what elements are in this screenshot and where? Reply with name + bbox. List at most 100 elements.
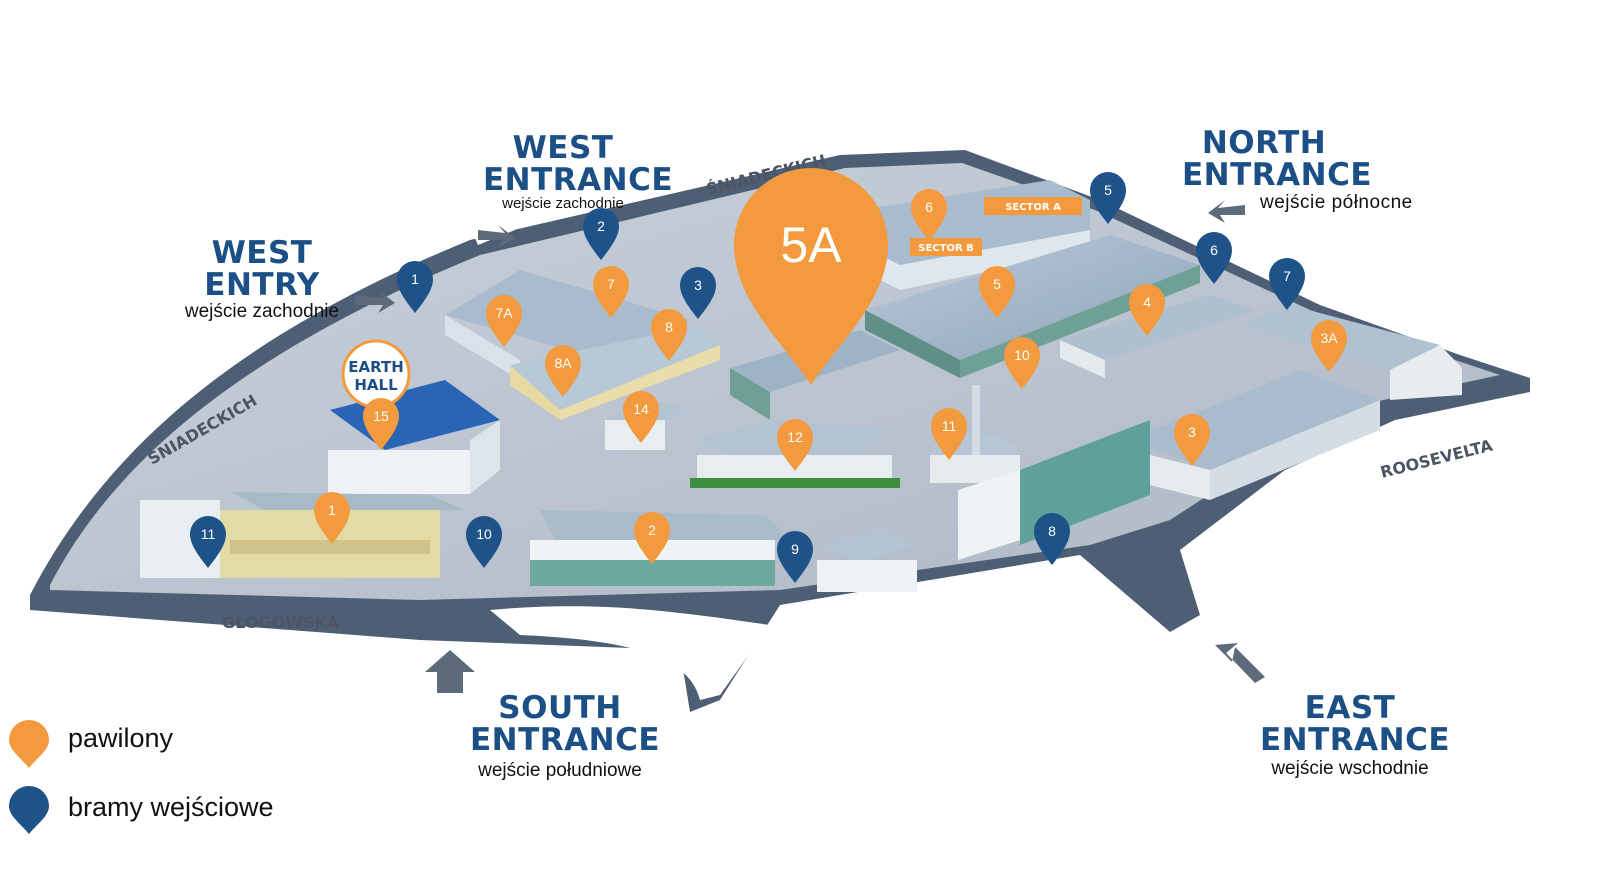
west-entrance-heading: WEST ENTRANCE wejście zachodnie [483, 130, 673, 212]
pavilion-marker-14[interactable]: 14 [623, 391, 659, 443]
pavilion-marker-12[interactable]: 12 [777, 419, 813, 471]
west-entrance-title-1: WEST [512, 130, 614, 166]
gate-number: 11 [201, 526, 216, 542]
south-entrance-heading: SOUTH ENTRANCE wejście południowe [470, 690, 660, 782]
pavilion-marker-1[interactable]: 1 [314, 492, 350, 544]
gate-number: 10 [476, 526, 492, 542]
pavilion-marker-8[interactable]: 8 [651, 309, 687, 361]
gate-marker-2[interactable]: 2 [583, 208, 619, 260]
villa-roof [820, 530, 915, 562]
arrow-south-entrance-icon [425, 650, 475, 693]
pavilion-marker-5[interactable]: 5 [979, 266, 1015, 318]
north-entrance-title-2: ENTRANCE [1182, 157, 1372, 193]
pavilion-number: 14 [633, 401, 649, 417]
tower-building [958, 470, 1020, 560]
hall-12-lawn [690, 478, 900, 488]
road-island [490, 606, 770, 700]
east-entrance-title-1: EAST [1304, 690, 1396, 726]
west-entry-subtitle: wejście zachodnie [184, 301, 340, 322]
pavilion-marker-3a[interactable]: 3A [1311, 320, 1347, 372]
hall-6-wall [860, 230, 1090, 290]
north-entrance-title-1: NORTH [1201, 125, 1327, 161]
pavilion-marker-7a[interactable]: 7A [486, 295, 522, 347]
hall-5-wall [865, 310, 960, 378]
gate-number: 5 [1104, 182, 1112, 198]
pavilion-marker-2[interactable]: 2 [634, 512, 670, 564]
gate-marker-8[interactable]: 8 [1034, 513, 1070, 565]
pavilion-marker-15[interactable]: 15 [363, 398, 399, 450]
arrow-east-entrance-icon [1215, 643, 1265, 683]
pavilion-markers: 1 2 3 3A 4 5 6 7 7A 8 8A 10 11 12 14 15 [314, 189, 1347, 564]
pavilion-number: 7A [495, 305, 513, 321]
gate-marker-11[interactable]: 11 [190, 516, 226, 568]
gate-marker-6[interactable]: 6 [1196, 232, 1232, 284]
entrance-arrows [355, 200, 1265, 693]
pavilion-marker-3[interactable]: 3 [1174, 414, 1210, 466]
highlight-pin-icon [734, 168, 888, 385]
pavilion-number: 12 [787, 429, 803, 445]
gate-marker-3[interactable]: 3 [680, 267, 716, 319]
pavilion-marker-10[interactable]: 10 [1004, 337, 1040, 389]
hall-3-wall-long [1210, 400, 1380, 500]
hall-7-wall [445, 315, 520, 380]
pavilion-marker-11[interactable]: 11 [931, 408, 967, 460]
arrow-west-entrance-icon [478, 225, 515, 248]
hall-3-wall [1150, 455, 1210, 500]
villa-wall [817, 560, 917, 592]
pavilion-marker-7[interactable]: 7 [593, 266, 629, 318]
south-entrance-subtitle: wejście południowe [478, 760, 642, 781]
street-roosevelta: ROOSEVELTA [1378, 436, 1495, 482]
gate-number: 2 [597, 218, 605, 234]
hall-15-side [470, 420, 500, 494]
gate-marker-7[interactable]: 7 [1269, 258, 1305, 310]
gate-number: 3 [694, 277, 702, 293]
west-entry-heading: WEST ENTRY wejście zachodnie [172, 237, 352, 323]
pavilion-number: 8A [554, 355, 572, 371]
gate-marker-1[interactable]: 1 [397, 261, 433, 313]
pavilion-number: 15 [373, 408, 389, 424]
west-entry-title-2: ENTRY [204, 267, 320, 303]
sector-b-label: SECTOR B [918, 243, 974, 254]
pavilion-number: 11 [942, 418, 957, 434]
arrow-west-entry-icon [355, 290, 395, 313]
north-entrance-subtitle: wejście północne [1260, 192, 1413, 213]
arrow-north-entrance-icon [1208, 200, 1245, 223]
east-entrance-heading: EAST ENTRANCE wejście wschodnie [1260, 690, 1450, 780]
gate-number: 6 [1210, 242, 1218, 258]
legend-gates-label: bramy wejściowe [68, 792, 274, 822]
pavilion-marker-6[interactable]: 6 [911, 189, 947, 241]
hall-4-roof [1060, 295, 1255, 360]
south-entrance-title-1: SOUTH [498, 690, 622, 726]
earth-hall-line2: HALL [354, 376, 398, 394]
gate-marker-9[interactable]: 9 [777, 531, 813, 583]
legend-pavilions-label: pawilony [68, 723, 174, 753]
gate-marker-10[interactable]: 10 [466, 516, 502, 568]
pavilion-marker-4[interactable]: 4 [1129, 284, 1165, 336]
hall-5a-wall [730, 368, 770, 420]
hall-5-roof [865, 235, 1200, 360]
south-entrance-title-2: ENTRANCE [470, 722, 660, 758]
west-entrance-subtitle: wejście zachodnie [502, 195, 624, 212]
pavilion-marker-8a[interactable]: 8A [545, 345, 581, 397]
pavilion-number: 3 [1188, 424, 1196, 440]
pavilion-5a-highlight[interactable]: 5A [734, 168, 888, 385]
west-entrance-title-2: ENTRANCE [483, 162, 673, 198]
gate-markers: 1 2 3 5 6 7 8 9 10 11 [190, 172, 1305, 583]
east-entrance-subtitle: wejście wschodnie [1271, 758, 1429, 779]
north-entrance-heading: NORTH ENTRANCE [1182, 125, 1372, 193]
sector-a-tag [984, 197, 1082, 215]
pavilion-number: 6 [925, 199, 933, 215]
gate-marker-5[interactable]: 5 [1090, 172, 1126, 224]
legend-gate-icon [9, 786, 49, 834]
sector-b-tag [910, 238, 982, 256]
hall-2-arches [530, 560, 775, 586]
spire [972, 385, 980, 455]
hall-8a-wall-long [560, 345, 720, 420]
hall-3a-wall [1390, 345, 1462, 400]
highlight-label: 5A [780, 217, 842, 273]
legend-pavilion-icon [9, 720, 49, 768]
pavilion-number: 3A [1320, 330, 1338, 346]
west-entry-title-1: WEST [211, 235, 313, 271]
pavilion-number: 2 [648, 522, 656, 538]
